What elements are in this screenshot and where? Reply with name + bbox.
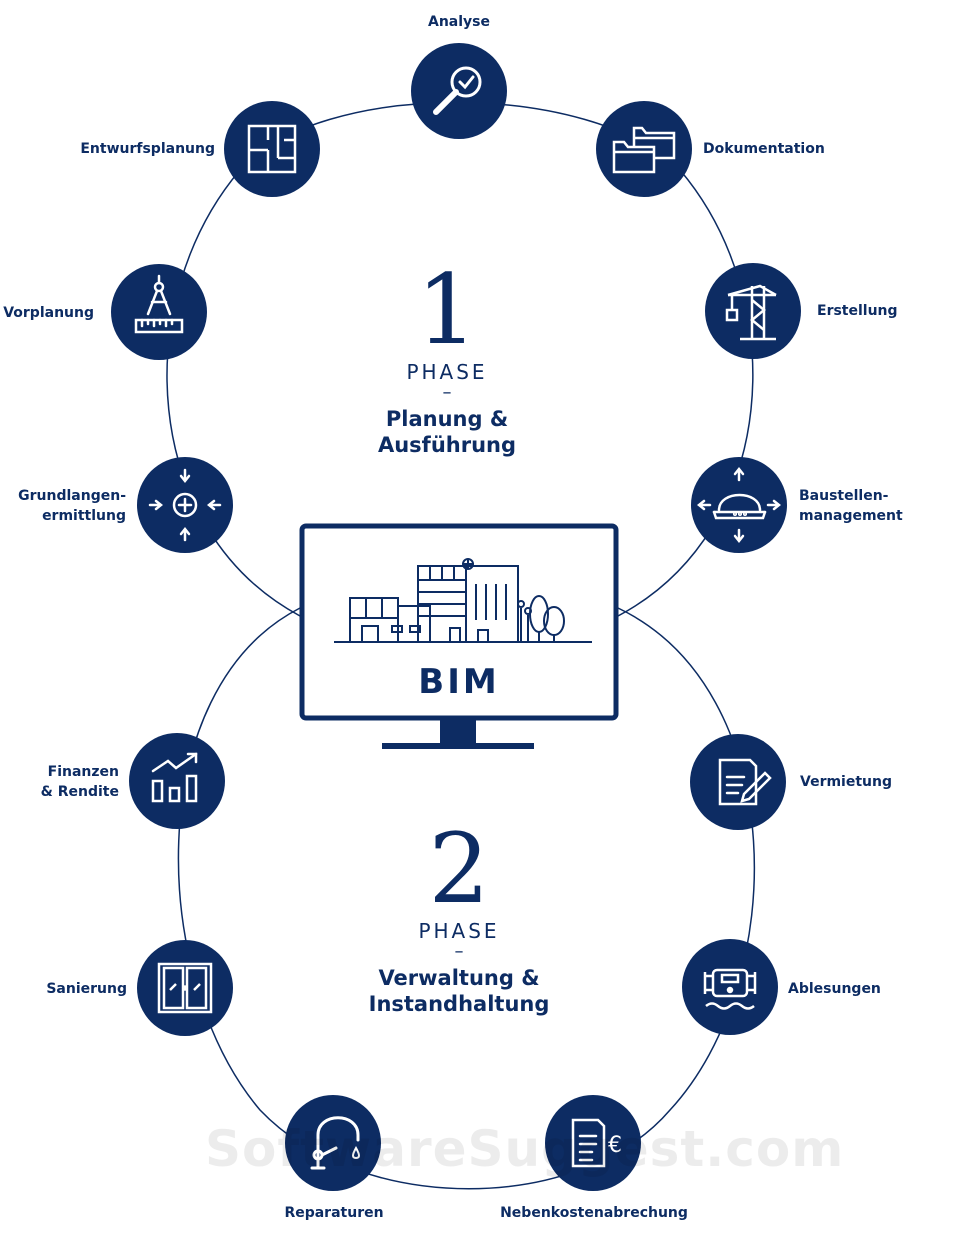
label-reparaturen: Reparaturen bbox=[284, 1205, 384, 1221]
euro-document-icon bbox=[571, 1118, 606, 1168]
compass-ruler-icon bbox=[134, 274, 184, 334]
label-sanierung: Sanierung bbox=[46, 981, 127, 997]
label-nebenkostenabrechung: Nebenkostenabrechung bbox=[500, 1205, 688, 1221]
phase-1-number: 1 bbox=[416, 254, 478, 366]
node-ablesungen bbox=[682, 939, 778, 1035]
label-analyse: Analyse bbox=[427, 14, 491, 30]
node-vorplanung bbox=[111, 264, 207, 360]
phase-2-number: 2 bbox=[428, 813, 490, 925]
node-sanierung bbox=[137, 940, 233, 1036]
folders-icon bbox=[612, 126, 676, 174]
label-erstellung: Erstellung bbox=[817, 303, 898, 319]
bim-label: BIM bbox=[418, 662, 499, 702]
phase-1-dash: – bbox=[442, 382, 452, 403]
label-vorplanung: Vorplanung bbox=[3, 305, 94, 321]
label-baustellenmanagement: Baustellen- management bbox=[799, 488, 903, 524]
phase-2-word: PHASE bbox=[418, 919, 500, 943]
euro-sign: € bbox=[608, 1133, 622, 1158]
phase-2-dash: – bbox=[454, 941, 464, 962]
node-analyse bbox=[411, 43, 507, 139]
node-baustellenmanagement bbox=[691, 457, 787, 553]
phase-1-word: PHASE bbox=[406, 360, 488, 384]
node-reparaturen bbox=[285, 1095, 381, 1191]
faucet-icon bbox=[310, 1116, 360, 1170]
buildings-icon bbox=[334, 558, 592, 643]
node-dokumentation bbox=[596, 101, 692, 197]
label-entwurfsplanung: Entwurfsplanung bbox=[80, 141, 215, 157]
phase-2-title: Verwaltung & Instandhaltung bbox=[368, 966, 550, 1016]
node-erstellung bbox=[705, 263, 801, 359]
water-meter-icon bbox=[703, 968, 757, 1010]
hardhat-arrows-icon bbox=[696, 466, 782, 544]
bim-monitor: BIM bbox=[299, 523, 619, 749]
crosshair-arrows-icon bbox=[148, 468, 222, 542]
node-grundlagen bbox=[137, 457, 233, 553]
ring-lower-arc bbox=[177, 607, 756, 1190]
phase-1: 1 PHASE – Planung & Ausführung bbox=[378, 262, 516, 458]
magnifier-check-icon bbox=[433, 66, 482, 115]
node-finanzen bbox=[129, 733, 225, 829]
contract-pen-icon bbox=[718, 758, 772, 806]
label-grundlagen: Grundlangen- ermittlung bbox=[18, 488, 126, 524]
crane-icon bbox=[725, 284, 777, 341]
phase-2: 2 PHASE – Verwaltung & Instandhaltung bbox=[369, 821, 550, 1017]
label-finanzen: Finanzen & Rendite bbox=[40, 764, 119, 800]
growth-chart-icon bbox=[151, 752, 198, 803]
floorplan-icon bbox=[247, 124, 297, 174]
label-vermietung: Vermietung bbox=[800, 774, 892, 790]
node-entwurfsplanung bbox=[224, 101, 320, 197]
label-ablesungen: Ablesungen bbox=[788, 981, 881, 997]
phase-1-title: Planung & Ausführung bbox=[377, 407, 517, 457]
watermark: SoftwareSuggest.com bbox=[205, 1120, 845, 1178]
node-vermietung bbox=[690, 734, 786, 830]
node-nebenkostenabrechung: € bbox=[545, 1095, 641, 1191]
label-dokumentation: Dokumentation bbox=[703, 141, 825, 157]
window-icon bbox=[157, 962, 213, 1014]
